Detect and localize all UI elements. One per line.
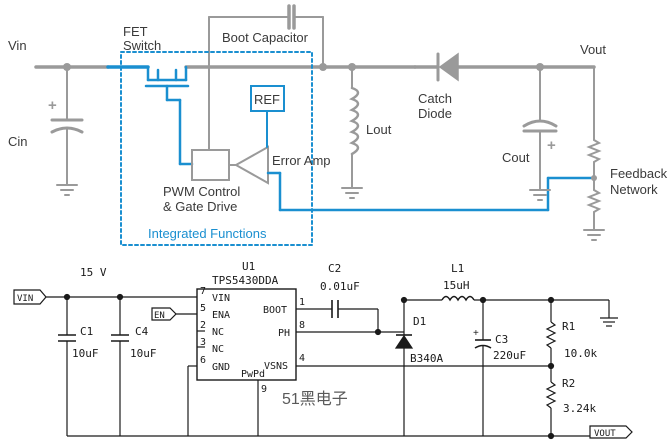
- pin-ph-name: PH: [278, 328, 290, 339]
- feedback-network-label-line1: Feedback: [610, 166, 668, 181]
- feedback-network-label-line2: Network: [610, 182, 658, 197]
- integrated-functions-label: Integrated Functions: [148, 226, 267, 241]
- pin-vsns-number: 4: [299, 353, 305, 364]
- en-port: [151, 307, 177, 321]
- en-port-label: EN: [154, 311, 165, 321]
- c2-ref-label: C2: [328, 262, 341, 275]
- c4-ref-label: C4: [135, 325, 149, 338]
- ref-label: REF: [254, 92, 280, 107]
- r2-ref-label: R2: [562, 377, 575, 390]
- vout-port-label: VOUT: [594, 429, 616, 439]
- pin-ena-number: 5: [200, 303, 206, 314]
- vout-label: Vout: [580, 42, 606, 57]
- voltage-label: 15 V: [80, 266, 107, 279]
- c2-value-label: 0.01uF: [320, 280, 360, 293]
- r1-resistor-icon: [545, 321, 557, 349]
- pin-boot-number: 1: [299, 297, 305, 308]
- pin-vin-name: VIN: [212, 293, 230, 304]
- pwm-control-label-line2: & Gate Drive: [163, 199, 237, 214]
- d1-value-label: B340A: [410, 352, 443, 365]
- fet-switch-label-line2: Switch: [123, 38, 161, 53]
- u1-ic: [196, 288, 297, 381]
- pin-nc1-number: 2: [200, 320, 206, 331]
- lout-inductor-icon: [348, 86, 360, 156]
- fet-switch-icon: [144, 65, 194, 166]
- pin-ph-number: 8: [299, 320, 305, 331]
- c3-value-label: 220uF: [493, 349, 526, 362]
- d1-ref-label: D1: [413, 315, 426, 328]
- lout-label: Lout: [366, 122, 392, 137]
- pin-pwpd-number: 9: [261, 384, 267, 395]
- feedback-resistor-top-icon: [586, 139, 602, 163]
- l1-inductor-icon: [441, 295, 475, 302]
- pwm-control-block: [191, 149, 230, 181]
- junction-dot: [374, 328, 382, 336]
- cin-plus-sign: +: [48, 97, 57, 114]
- r2-resistor-icon: [545, 381, 557, 409]
- vin-label: Vin: [8, 38, 27, 53]
- integrated-functions-box: [120, 51, 313, 246]
- ground-icon: [600, 317, 618, 327]
- error-amp-icon: [233, 145, 269, 185]
- ground-icon: [341, 187, 363, 199]
- catch-diode-label-line2: Diode: [418, 106, 452, 121]
- r2-value-label: 3.24k: [563, 402, 596, 415]
- schematic-labels: 15 V U1 TPS5430DDA VIN EN VOUT C1 10uF C…: [17, 260, 616, 439]
- pin-nc1-name: NC: [212, 327, 224, 338]
- ground-icon: [583, 229, 605, 241]
- vin-port-label: VIN: [17, 294, 33, 304]
- feedback-resistor-bottom-icon: [586, 189, 602, 213]
- schematic: +: [13, 288, 633, 440]
- pin-ena-name: ENA: [212, 310, 230, 321]
- error-amp-label: Error Amp: [272, 153, 331, 168]
- u1-part-label: TPS5430DDA: [212, 274, 279, 287]
- pin-gnd-name: GND: [212, 362, 230, 373]
- pwm-control-label-line1: PWM Control: [163, 184, 240, 199]
- junction-dot: [547, 432, 555, 440]
- cout-plus-sign: +: [547, 137, 556, 154]
- block-diagram: +: [34, 4, 605, 246]
- vin-port: [13, 289, 47, 305]
- c3-ref-label: C3: [495, 333, 508, 346]
- pin-vin-number: 7: [200, 286, 206, 297]
- watermark: 51黑电子: [282, 390, 348, 408]
- c4-value-label: 10uF: [130, 347, 157, 360]
- cin-label: Cin: [8, 134, 28, 149]
- pin-pwpd-name: PwPd: [241, 369, 265, 380]
- c1-value-label: 10uF: [72, 347, 99, 360]
- r1-value-label: 10.0k: [564, 347, 597, 360]
- d1-diode-icon: [394, 334, 414, 349]
- boot-capacitor-label: Boot Capacitor: [222, 30, 309, 45]
- pin-nc2-name: NC: [212, 344, 224, 355]
- fet-switch-label-line1: FET: [123, 24, 148, 39]
- pin-nc2-number: 3: [200, 337, 206, 348]
- pin-boot-name: BOOT: [263, 305, 287, 316]
- catch-diode-icon: [438, 52, 459, 82]
- ground-icon: [529, 189, 551, 201]
- catch-diode-label-line1: Catch: [418, 91, 452, 106]
- ground-icon: [56, 184, 78, 196]
- c3-plus-sign: +: [473, 328, 479, 339]
- cout-plate-top: [522, 119, 558, 128]
- cout-label: Cout: [502, 150, 530, 165]
- l1-ref-label: L1: [451, 262, 464, 275]
- pin-gnd-number: 6: [200, 355, 206, 366]
- pin-vsns-name: VSNS: [264, 361, 288, 372]
- r1-ref-label: R1: [562, 320, 575, 333]
- block-labels: Vin Cin FET Switch Boot Capacitor REF Er…: [8, 24, 668, 241]
- c1-ref-label: C1: [80, 325, 93, 338]
- l1-value-label: 15uH: [443, 279, 470, 292]
- u1-ref-label: U1: [242, 260, 255, 273]
- vout-port: [589, 425, 633, 439]
